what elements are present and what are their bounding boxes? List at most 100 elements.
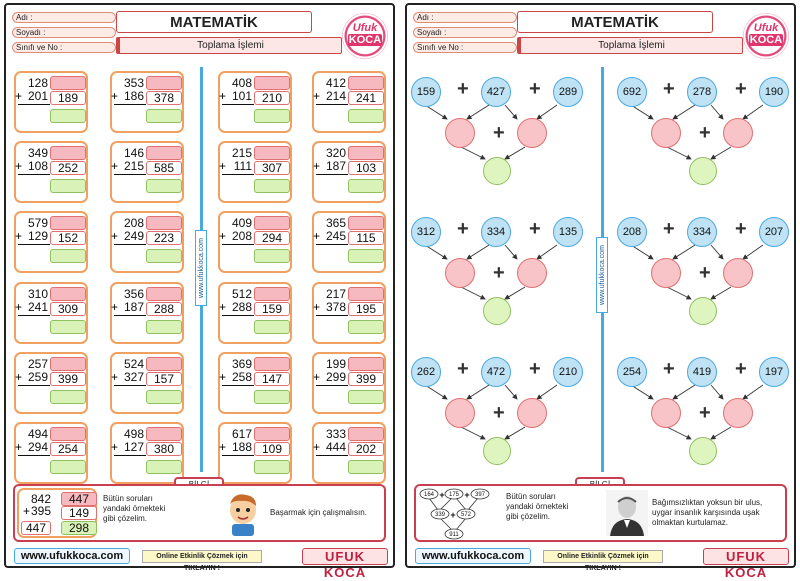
answer-circle-green[interactable] <box>483 157 511 185</box>
answer-circle-pink[interactable] <box>651 398 681 428</box>
divider-url[interactable]: www.ufukkoca.com <box>596 237 608 313</box>
answer-box-green[interactable] <box>348 179 384 193</box>
answer-box-pink[interactable] <box>50 146 86 160</box>
footer-url[interactable]: www.ufukkoca.com <box>415 548 531 564</box>
answer-box-green[interactable] <box>348 320 384 334</box>
answer-box-green[interactable] <box>146 390 182 404</box>
answer-box-green[interactable] <box>348 109 384 123</box>
answer-circle-pink[interactable] <box>723 398 753 428</box>
answer-box-pink[interactable] <box>50 287 86 301</box>
answer-box-green[interactable] <box>254 109 290 123</box>
answer-box-green[interactable] <box>146 179 182 193</box>
surname-field[interactable]: Soyadı : <box>413 27 517 38</box>
answer-circle-pink[interactable] <box>651 118 681 148</box>
answer-circle-pink[interactable] <box>517 398 547 428</box>
answer-box-green[interactable] <box>348 460 384 474</box>
sum-line <box>114 244 146 245</box>
answer-box-pink[interactable] <box>254 287 290 301</box>
answer-box-green[interactable] <box>146 249 182 263</box>
answer-box-green[interactable] <box>50 249 86 263</box>
answer-box-green[interactable] <box>254 179 290 193</box>
answer-box-pink[interactable] <box>146 357 182 371</box>
addend-box: 252 <box>50 161 86 175</box>
answer-box-pink[interactable] <box>348 427 384 441</box>
addend-box: 241 <box>348 91 384 105</box>
answer-box-green[interactable] <box>146 109 182 123</box>
plus-sign: + <box>111 440 119 454</box>
answer-box-green[interactable] <box>50 390 86 404</box>
answer-box-pink[interactable] <box>50 357 86 371</box>
answer-box-green[interactable] <box>254 249 290 263</box>
answer-box-pink[interactable] <box>254 427 290 441</box>
class-field[interactable]: Sınıfı ve No : <box>413 42 517 53</box>
name-field[interactable]: Adı : <box>12 12 116 23</box>
answer-box-pink[interactable] <box>254 357 290 371</box>
plus-sign: + <box>15 229 23 243</box>
answer-box-pink[interactable] <box>146 76 182 90</box>
sum-line <box>316 455 348 456</box>
answer-box-pink[interactable] <box>348 216 384 230</box>
addend-a: 617 <box>231 427 252 441</box>
tree-arrows <box>424 104 558 160</box>
answer-box-green[interactable] <box>146 460 182 474</box>
number-circle: 278 <box>687 77 717 107</box>
answer-box-green[interactable] <box>50 179 86 193</box>
subject-title: Toplama İşlemi <box>517 37 743 54</box>
divider-url[interactable]: www.ufukkoca.com <box>195 230 207 306</box>
online-activity-link[interactable]: Online Etkinlik Çözmek için TIKLAYIN ! <box>142 550 262 572</box>
answer-circle-green[interactable] <box>689 157 717 185</box>
answer-circle-pink[interactable] <box>445 118 475 148</box>
addend-b: 241 <box>27 300 48 314</box>
answer-circle-pink[interactable] <box>445 258 475 288</box>
answer-box-green[interactable] <box>146 320 182 334</box>
answer-circle-pink[interactable] <box>651 258 681 288</box>
answer-circle-pink[interactable] <box>723 118 753 148</box>
answer-circle-green[interactable] <box>483 297 511 325</box>
sum-line <box>114 385 146 386</box>
answer-box-green[interactable] <box>50 320 86 334</box>
plus-sign: + <box>15 89 23 103</box>
surname-field[interactable]: Soyadı : <box>12 27 116 38</box>
addend-b: 187 <box>123 300 144 314</box>
addend-b: 111 <box>233 159 252 173</box>
online-activity-link[interactable]: Online Etkinlik Çözmek için TIKLAYIN ! <box>543 550 663 572</box>
answer-circle-pink[interactable] <box>517 118 547 148</box>
answer-box-green[interactable] <box>348 249 384 263</box>
answer-circle-pink[interactable] <box>723 258 753 288</box>
answer-box-green[interactable] <box>254 390 290 404</box>
answer-box-green[interactable] <box>254 460 290 474</box>
answer-box-pink[interactable] <box>254 76 290 90</box>
answer-circle-green[interactable] <box>689 297 717 325</box>
answer-box-pink[interactable] <box>50 427 86 441</box>
answer-box-green[interactable] <box>254 320 290 334</box>
footer-url[interactable]: www.ufukkoca.com <box>14 548 130 564</box>
answer-box-pink[interactable] <box>146 287 182 301</box>
answer-box-pink[interactable] <box>146 146 182 160</box>
answer-circle-green[interactable] <box>483 437 511 465</box>
answer-box-pink[interactable] <box>146 427 182 441</box>
answer-box-pink[interactable] <box>348 146 384 160</box>
answer-circle-green[interactable] <box>689 437 717 465</box>
answer-circle-pink[interactable] <box>517 258 547 288</box>
answer-box-green[interactable] <box>348 390 384 404</box>
answer-box-pink[interactable] <box>348 76 384 90</box>
answer-box-pink[interactable] <box>50 76 86 90</box>
answer-circle-pink[interactable] <box>445 398 475 428</box>
answer-box-green[interactable] <box>50 460 86 474</box>
addend-b: 259 <box>27 370 48 384</box>
answer-box-pink[interactable] <box>146 216 182 230</box>
answer-box-pink[interactable] <box>254 146 290 160</box>
svg-text:+: + <box>439 490 444 500</box>
answer-box-green[interactable] <box>50 109 86 123</box>
answer-box-pink[interactable] <box>348 287 384 301</box>
answer-box-pink[interactable] <box>348 357 384 371</box>
answer-box-pink[interactable] <box>254 216 290 230</box>
answer-box-pink[interactable] <box>50 216 86 230</box>
class-field[interactable]: Sınıfı ve No : <box>12 42 116 53</box>
name-field[interactable]: Adı : <box>413 12 517 23</box>
